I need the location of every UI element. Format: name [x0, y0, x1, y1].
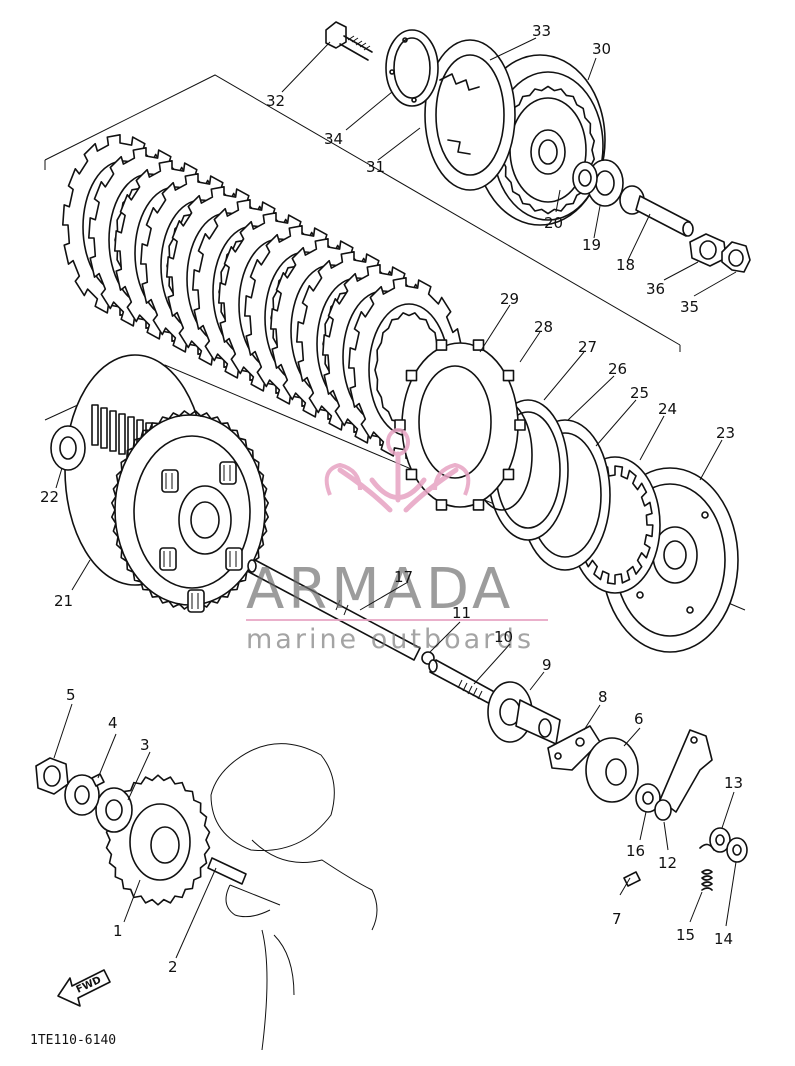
callout-10: 10 [494, 628, 513, 646]
callout-labels: 1 2 3 4 5 6 7 8 9 10 11 12 13 14 15 16 1… [40, 22, 743, 976]
callout-11: 11 [452, 604, 471, 622]
callout-22: 22 [40, 488, 59, 506]
watermark: ARMADA marine outboards [246, 428, 548, 655]
thrust-washer [50, 425, 86, 471]
callout-29: 29 [500, 290, 519, 308]
callout-26: 26 [608, 360, 627, 378]
callout-24: 24 [658, 400, 677, 418]
nut-5 [35, 757, 69, 795]
bolt [325, 21, 373, 61]
watermark-tagline: marine outboards [246, 624, 534, 655]
callout-33: 33 [532, 22, 551, 40]
washer [709, 827, 731, 853]
callout-16: 16 [626, 842, 645, 860]
callout-19: 19 [582, 236, 601, 254]
callout-3: 3 [140, 736, 150, 754]
friction-plate-tabbed [394, 339, 526, 511]
push-lever-housing [487, 681, 561, 745]
callout-27: 27 [578, 338, 597, 356]
bearing [572, 159, 624, 207]
callout-25: 25 [630, 384, 649, 402]
diagram-code: 1TE110-6140 [30, 1033, 116, 1048]
callout-15: 15 [676, 926, 695, 944]
spring-plate [424, 39, 516, 191]
retaining-ring [385, 29, 439, 107]
return-spring [699, 843, 715, 891]
push-lever [654, 729, 713, 821]
callout-35: 35 [680, 298, 699, 316]
crankshaft-phantom [210, 743, 378, 1051]
callout-20: 20 [544, 214, 563, 232]
tab-washer-4 [64, 773, 105, 816]
callout-34: 34 [324, 130, 343, 148]
lock-washer [721, 241, 751, 273]
callout-7: 7 [612, 910, 622, 928]
callout-36: 36 [646, 280, 665, 298]
callout-28: 28 [534, 318, 553, 336]
callout-31: 31 [366, 158, 385, 176]
watermark-logo-icon [324, 428, 471, 513]
woodruff-key [207, 857, 247, 885]
callout-14: 14 [714, 930, 733, 948]
callout-32: 32 [266, 92, 285, 110]
push-rod [619, 185, 694, 237]
callout-17: 17 [394, 568, 413, 586]
callout-5: 5 [66, 686, 76, 704]
clutch-housing-gear [64, 354, 269, 613]
watermark-brand: ARMADA [246, 557, 514, 622]
callout-23: 23 [716, 424, 735, 442]
callout-6: 6 [634, 710, 644, 728]
callout-18: 18 [616, 256, 635, 274]
nut [726, 837, 748, 863]
gasket-plate [547, 725, 601, 771]
lock-washer-3 [95, 787, 133, 833]
callout-1: 1 [113, 922, 123, 940]
fwd-arrow: FWD [57, 969, 111, 1007]
callout-30: 30 [592, 40, 611, 58]
callout-4: 4 [108, 714, 118, 732]
clutch-nut [689, 233, 727, 267]
callout-2: 2 [168, 958, 178, 976]
leader-lines [53, 37, 737, 959]
oil-seal [585, 737, 639, 803]
callout-9: 9 [542, 656, 552, 674]
callout-21: 21 [54, 592, 73, 610]
push-rod-long [247, 559, 421, 661]
callout-13: 13 [724, 774, 743, 792]
callout-8: 8 [598, 688, 608, 706]
callout-12: 12 [658, 854, 677, 872]
